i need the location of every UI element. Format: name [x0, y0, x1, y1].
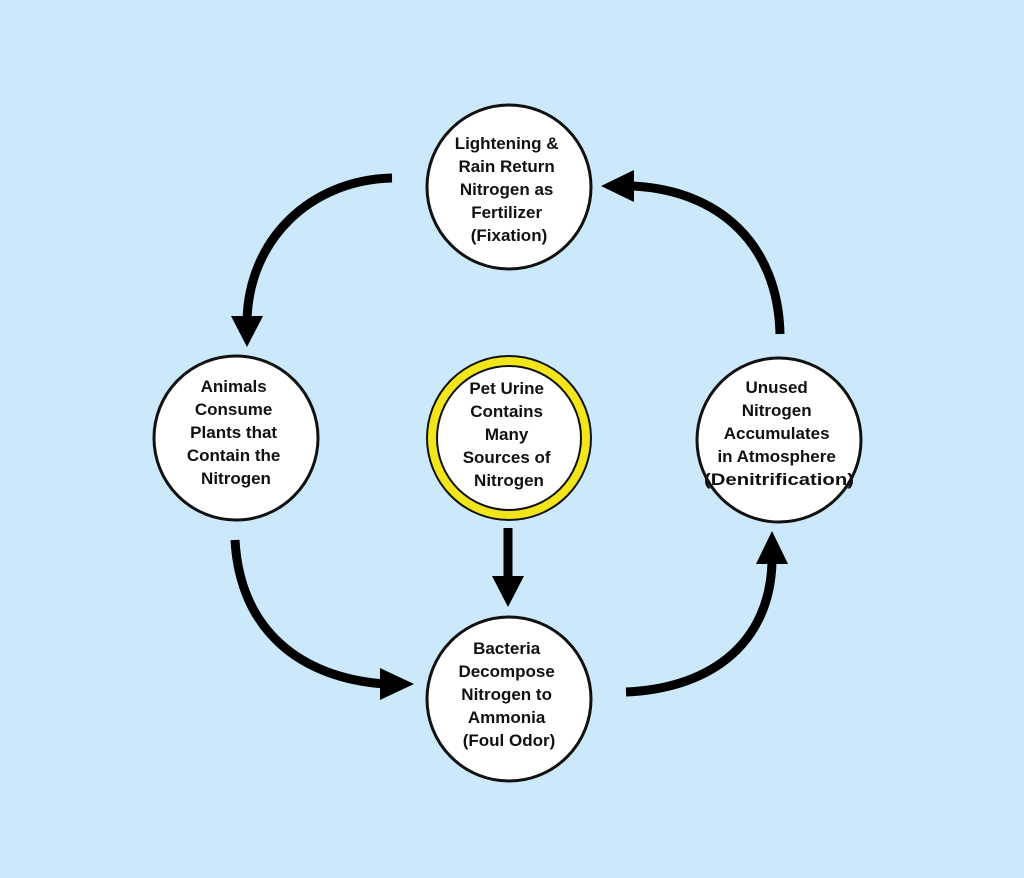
- arrow-fixation-to-animals: [231, 173, 393, 347]
- arrow-head: [492, 576, 524, 607]
- label-line: Nitrogen to: [461, 685, 552, 704]
- label-line: Unused: [745, 378, 807, 397]
- arrow-animals-to-bacteria: [230, 539, 414, 700]
- node-label: Pet Urine Contains Many Sources of Nitro…: [463, 379, 556, 490]
- label-line: Nitrogen: [742, 401, 812, 420]
- node-bacteria: Bacteria Decompose Nitrogen to Ammonia (…: [425, 615, 593, 783]
- node-circle: [152, 354, 320, 522]
- arrow-head: [380, 668, 414, 700]
- arrow-head: [601, 170, 634, 202]
- node-label: Animals Consume Plants that Contain the …: [187, 377, 285, 488]
- label-line: (Foul Odor): [463, 731, 556, 750]
- node-label: Lightening & Rain Return Nitrogen as Fer…: [455, 134, 564, 245]
- label-line: Pet Urine: [469, 379, 544, 398]
- label-line: Animals: [201, 377, 267, 396]
- arrow-denitrification-to-fixation: [601, 170, 785, 335]
- label-line: Many: [485, 425, 529, 444]
- label-line: Contain the: [187, 446, 281, 465]
- label-line: Consume: [195, 400, 272, 419]
- label-line: (Denitrification): [704, 470, 854, 489]
- label-line: Bacteria: [473, 639, 541, 658]
- label-line: Decompose: [458, 662, 554, 681]
- label-line: Sources of: [463, 448, 551, 467]
- label-line: in Atmosphere: [717, 447, 835, 466]
- edges: [230, 170, 788, 700]
- node-pet-urine: Pet Urine Contains Many Sources of Nitro…: [426, 355, 592, 521]
- label-line: (Fixation): [471, 226, 548, 245]
- arrow-shaft: [230, 539, 386, 689]
- arrow-head: [756, 531, 788, 564]
- label-line: Plants that: [190, 423, 277, 442]
- node-label: Bacteria Decompose Nitrogen to Ammonia (…: [458, 639, 559, 750]
- label-line: Ammonia: [468, 708, 546, 727]
- label-line: Rain Return: [458, 157, 554, 176]
- arrow-shaft: [242, 173, 393, 323]
- label-line: Nitrogen: [201, 469, 271, 488]
- node-fixation: Lightening & Rain Return Nitrogen as Fer…: [425, 103, 593, 271]
- arrow-bacteria-to-denitrification: [625, 531, 788, 697]
- node-circle: [436, 365, 582, 511]
- node-circle: [425, 103, 593, 271]
- node-animals: Animals Consume Plants that Contain the …: [152, 354, 320, 522]
- arrow-pet-urine-to-bacteria: [492, 528, 524, 607]
- node-circle: [695, 356, 863, 524]
- label-line: Contains: [470, 402, 543, 421]
- arrow-shaft: [631, 181, 785, 335]
- label-line: Nitrogen as: [460, 180, 554, 199]
- node-circle: [425, 615, 593, 783]
- arrow-shaft: [625, 561, 777, 697]
- label-line: Accumulates: [724, 424, 830, 443]
- label-line: Fertilizer: [471, 203, 542, 222]
- label-line: Lightening &: [455, 134, 559, 153]
- node-label: Unused Nitrogen Accumulates in Atmospher…: [704, 378, 854, 489]
- label-line: Nitrogen: [474, 471, 544, 490]
- node-denitrification: Unused Nitrogen Accumulates in Atmospher…: [695, 356, 863, 524]
- arrow-head: [231, 316, 263, 347]
